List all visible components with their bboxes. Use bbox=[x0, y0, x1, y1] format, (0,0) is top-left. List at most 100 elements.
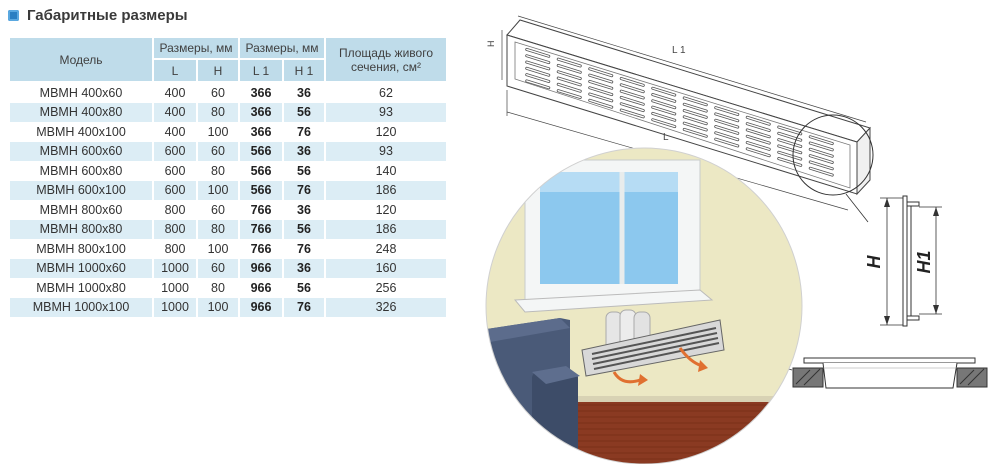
area-cell: 326 bbox=[326, 297, 448, 317]
grille-slot-inner bbox=[526, 55, 550, 64]
area-cell: 186 bbox=[326, 219, 448, 239]
model-cell: МВМН 600х80 bbox=[10, 161, 154, 181]
zoom-circle bbox=[792, 114, 874, 196]
header-L1: L 1 bbox=[240, 60, 284, 83]
L-cell: 600 bbox=[154, 180, 198, 200]
H-cell: 100 bbox=[198, 180, 240, 200]
H1-cell: 36 bbox=[284, 200, 326, 220]
H-cell: 60 bbox=[198, 200, 240, 220]
area-cell: 248 bbox=[326, 239, 448, 259]
grille-slot-inner bbox=[746, 129, 770, 138]
grille-slot-inner bbox=[778, 151, 802, 160]
grille-slot-inner bbox=[526, 80, 550, 89]
L1-cell: 366 bbox=[240, 83, 284, 103]
model-cell: МВМН 600х100 bbox=[10, 180, 154, 200]
L-cell: 400 bbox=[154, 102, 198, 122]
grille-slot-inner bbox=[715, 113, 739, 122]
L-cell: 600 bbox=[154, 161, 198, 181]
grille-slot-inner bbox=[652, 119, 676, 128]
grille-slot-inner bbox=[652, 87, 676, 96]
grille-slot-inner bbox=[557, 64, 581, 73]
grille-slot-inner bbox=[620, 109, 644, 118]
H1-cell: 56 bbox=[284, 102, 326, 122]
model-cell: МВМН 400х80 bbox=[10, 102, 154, 122]
H-cell: 80 bbox=[198, 102, 240, 122]
model-cell: МВМН 800х100 bbox=[10, 239, 154, 259]
L1-cell: 566 bbox=[240, 141, 284, 161]
H-cell: 80 bbox=[198, 161, 240, 181]
grille-slot-inner bbox=[715, 132, 739, 141]
installed-grille bbox=[581, 319, 725, 377]
area-cell: 120 bbox=[326, 122, 448, 142]
grille-slot-inner bbox=[683, 109, 707, 119]
grille-slot-inner bbox=[683, 122, 707, 131]
L1-cell: 766 bbox=[240, 200, 284, 220]
L-cell: 800 bbox=[154, 239, 198, 259]
H-cell: 100 bbox=[198, 122, 240, 142]
L-cell: 800 bbox=[154, 200, 198, 220]
grille-slot-inner bbox=[620, 84, 644, 93]
H1-cell: 36 bbox=[284, 258, 326, 278]
H-label: H bbox=[864, 255, 884, 269]
grille-slot-inner bbox=[683, 128, 707, 137]
grille-slot-inner bbox=[557, 89, 581, 99]
L1-cell: 966 bbox=[240, 278, 284, 298]
area-cell: 93 bbox=[326, 102, 448, 122]
header-H1: H 1 bbox=[284, 60, 326, 83]
model-cell: МВМН 1000х80 bbox=[10, 278, 154, 298]
area-cell: 160 bbox=[326, 258, 448, 278]
grille-slot-inner bbox=[620, 77, 644, 87]
grille-slot-inner bbox=[778, 138, 802, 148]
L1-cell: 366 bbox=[240, 102, 284, 122]
grille-slot-inner bbox=[746, 135, 770, 144]
grille-slot-inner bbox=[778, 145, 802, 154]
grille-slot-inner bbox=[526, 73, 550, 83]
dimensions-table: Модель Размеры, мм Размеры, мм Площадь ж… bbox=[10, 38, 448, 317]
H1-cell: 36 bbox=[284, 141, 326, 161]
model-cell: МВМН 1000х100 bbox=[10, 297, 154, 317]
airflow-arrows bbox=[612, 347, 708, 386]
grille-slots bbox=[525, 47, 834, 177]
model-cell: МВМН 600х60 bbox=[10, 141, 154, 161]
H1-cell: 56 bbox=[284, 278, 326, 298]
grille-slot-inner bbox=[652, 106, 676, 115]
L1-cell: 766 bbox=[240, 239, 284, 259]
model-cell: МВМН 800х60 bbox=[10, 200, 154, 220]
H-small-label: H bbox=[486, 41, 496, 48]
L-cell: 1000 bbox=[154, 297, 198, 317]
H1-label: H1 bbox=[914, 250, 934, 273]
section-header: Габаритные размеры bbox=[8, 4, 188, 26]
model-cell: МВМН 400х60 bbox=[10, 83, 154, 103]
L1-cell: 366 bbox=[240, 122, 284, 142]
grille-slot-inner bbox=[557, 71, 581, 80]
grille-drawing: L 1 L H bbox=[486, 15, 874, 223]
grille-slot-inner bbox=[589, 99, 613, 108]
H1-cell: 76 bbox=[284, 122, 326, 142]
grille-slot-inner bbox=[809, 154, 833, 164]
L-cell: 600 bbox=[154, 141, 198, 161]
area-cell: 120 bbox=[326, 200, 448, 220]
header-area: Площадь живого сечения, см² bbox=[326, 38, 448, 83]
model-cell: МВМН 1000х60 bbox=[10, 258, 154, 278]
header-sizes-inner: Размеры, мм bbox=[240, 38, 326, 60]
L-cell: 400 bbox=[154, 122, 198, 142]
H1-cell: 76 bbox=[284, 297, 326, 317]
header-L: L bbox=[154, 60, 198, 83]
H-cell: 80 bbox=[198, 219, 240, 239]
H-cell: 100 bbox=[198, 297, 240, 317]
grille-slot-inner bbox=[746, 122, 770, 132]
H1-cell: 56 bbox=[284, 219, 326, 239]
section-drawing bbox=[727, 349, 988, 389]
L1-cell: 966 bbox=[240, 258, 284, 278]
model-cell: МВМН 800х80 bbox=[10, 219, 154, 239]
L-label: L bbox=[663, 132, 669, 143]
H1-cell: 56 bbox=[284, 161, 326, 181]
